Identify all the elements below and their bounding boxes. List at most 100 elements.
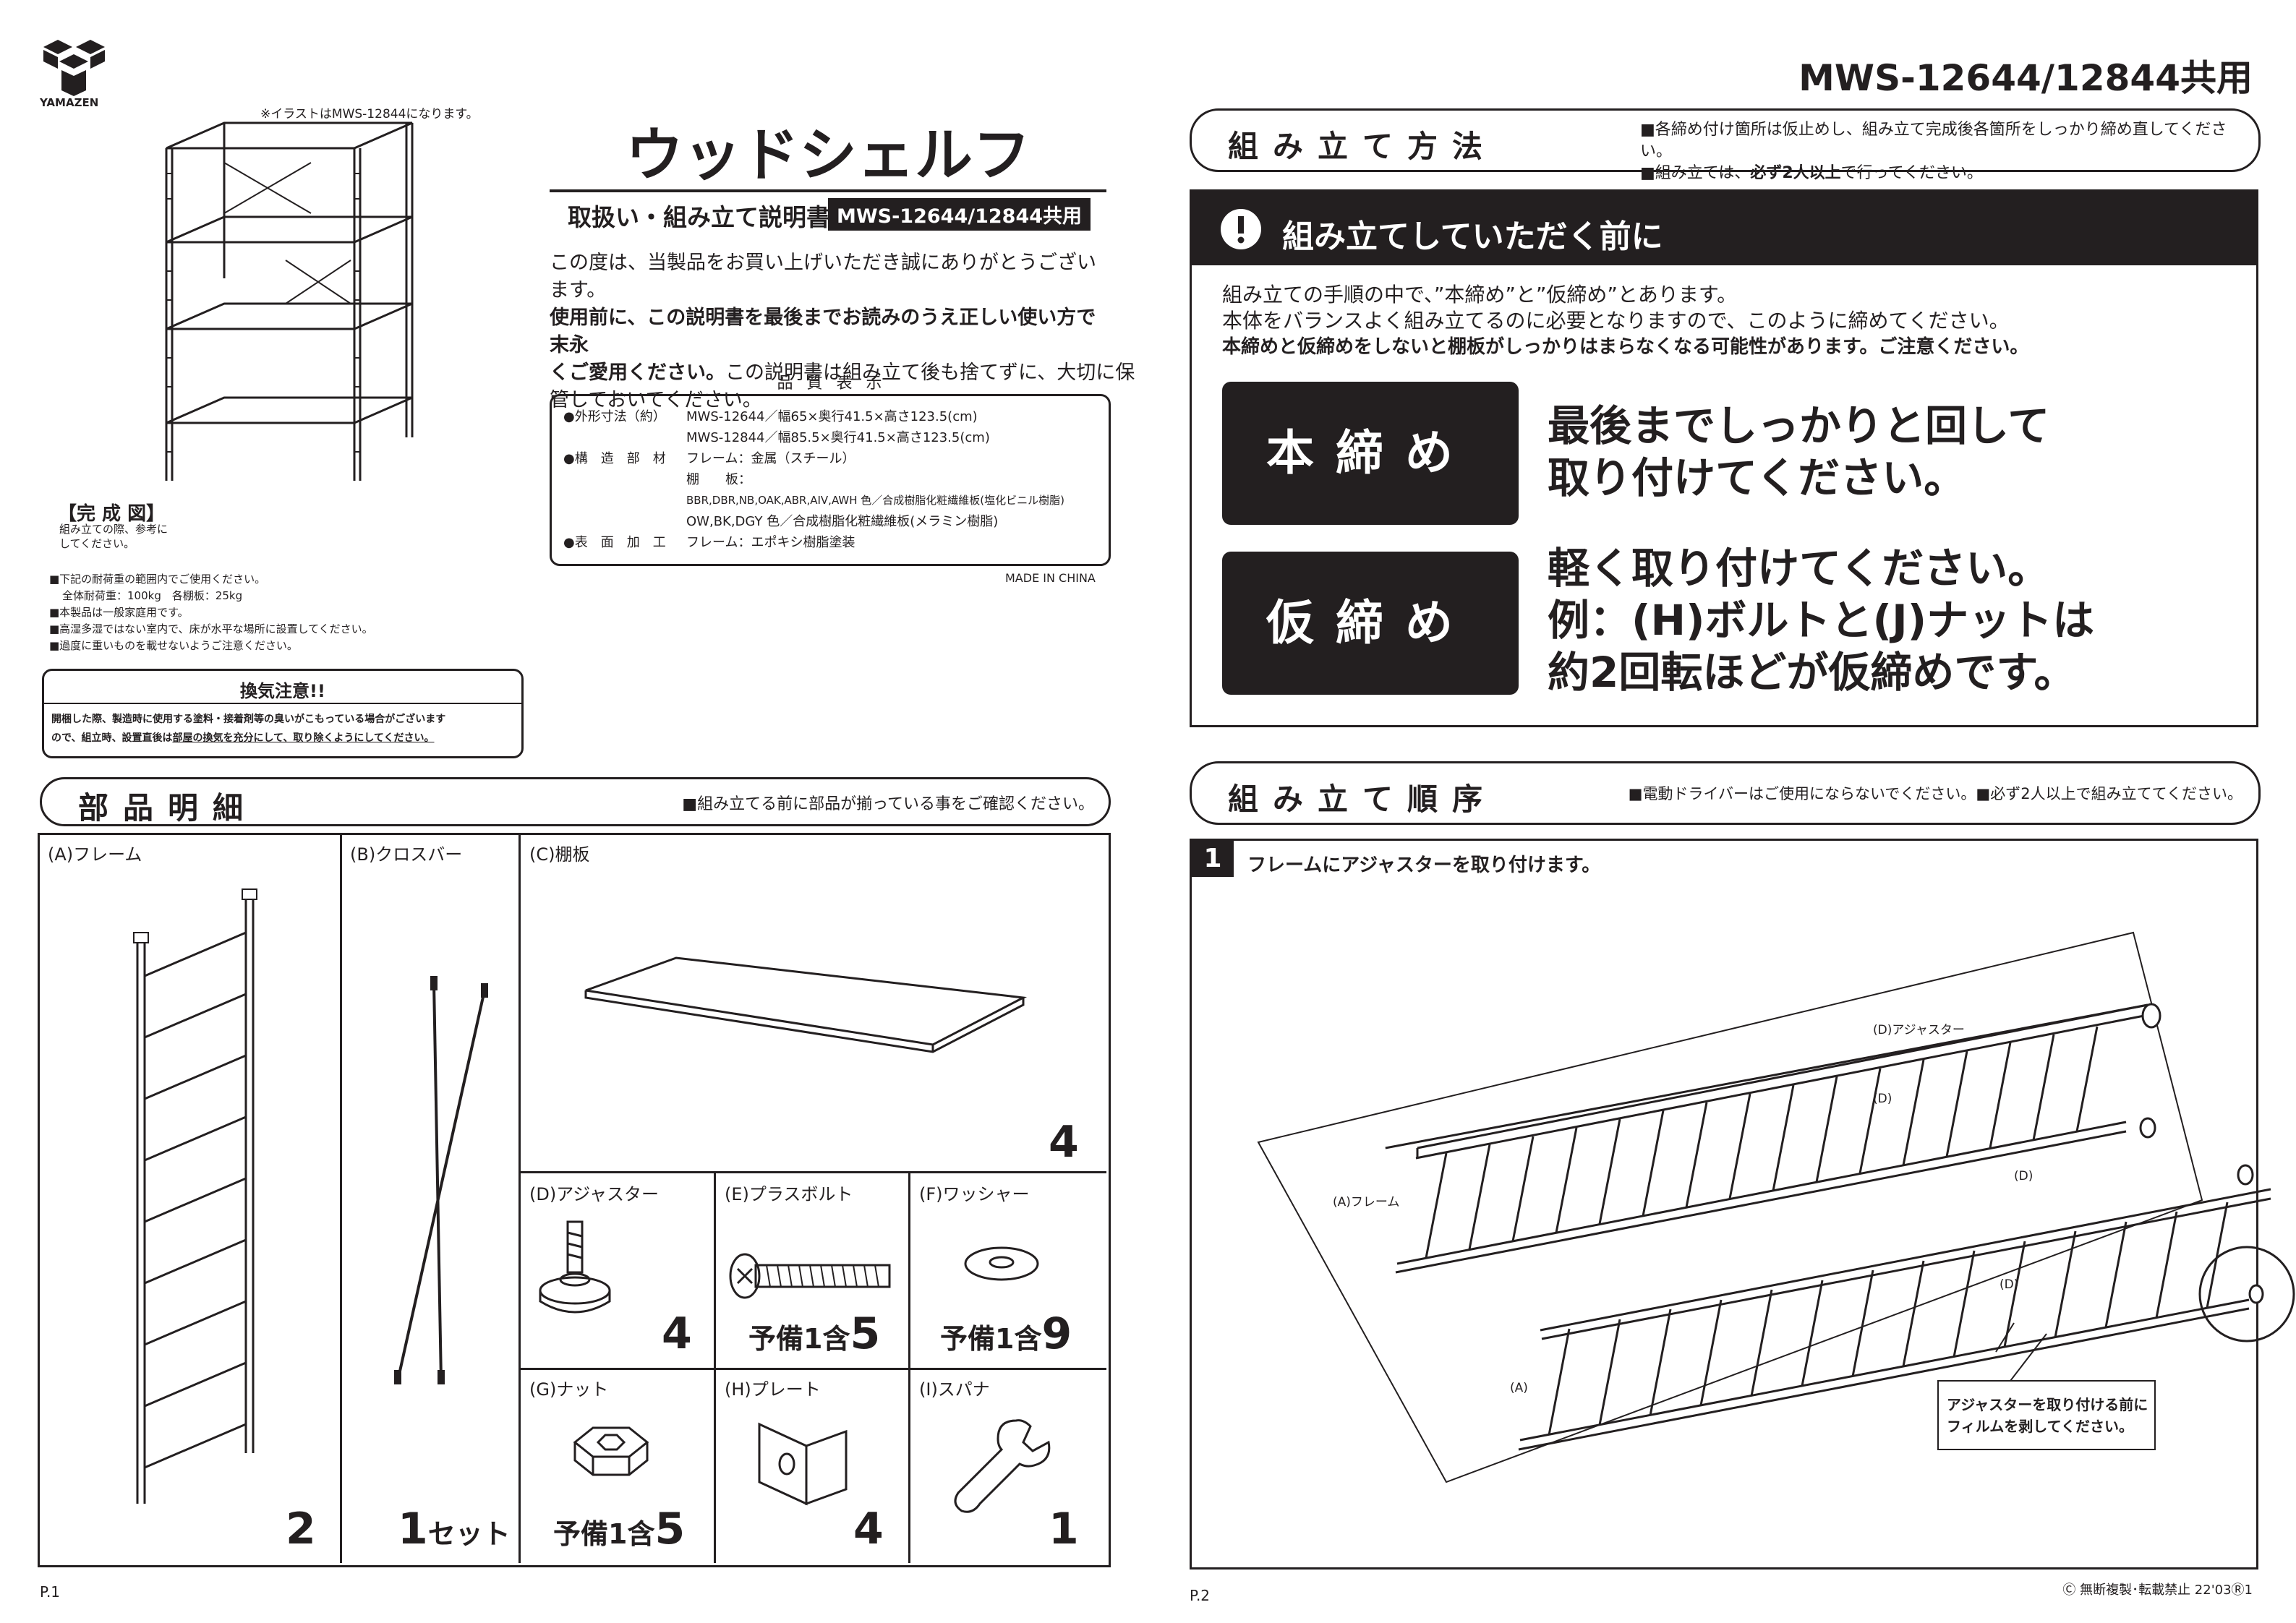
ventilation-text-2a: ので、組立時、設置直後は (51, 732, 173, 744)
parts-section-note: ■組み立てる前に部品が揃っている事をご確認ください。 (682, 795, 1094, 813)
part-a-count: 2 (286, 1507, 316, 1551)
part-f-count-value: 9 (1041, 1309, 1072, 1359)
part-b-count-value: 1 (398, 1504, 428, 1554)
completed-title: 【完 成 図】 (58, 503, 166, 525)
parts-grid-h1 (518, 1171, 1106, 1173)
parts-grid-v1 (340, 835, 342, 1563)
brand-name: YAMAZEN (40, 96, 99, 109)
part-e-label: (E)プラスボルト (725, 1184, 853, 1204)
assembly-method-title: 組み立て方法 (1228, 129, 1498, 164)
step-1-diagram (1257, 931, 2295, 1483)
intro-line3: くご愛用ください。この説明書は組み立て後も捨てずに、大切に保 (550, 359, 1135, 387)
callout-text: アジャスターを取り付ける前に フィルムを剥してください。 (1947, 1394, 2148, 1437)
hon-jime-text-2: 取り付けてください。 (1548, 453, 1966, 502)
kari-jime-label: 仮締め (1222, 552, 1519, 695)
title-rule (550, 189, 1106, 192)
before-assembly-banner: 組み立てしていただく前に (1192, 192, 2256, 265)
copyright: Ⓒ 無断複製･転載禁止 22'03Ⓡ1 (2062, 1583, 2253, 1598)
part-h-count-value: 4 (853, 1504, 884, 1554)
assembly-note-1: ■各締め付け箇所は仮止めし、組み立て完成後各箇所をしっかり締め直してください。 (1640, 121, 2227, 160)
part-e-count: 予備1含5 (748, 1312, 880, 1361)
product-title: ウッドシェルフ (626, 121, 1030, 189)
before-line-2: 本体をバランスよく組み立てるのに必要となりますので、このように締めてください。 (1222, 309, 2010, 333)
part-i-count: 1 (1049, 1507, 1079, 1551)
part-b-label: (B)クロスバー (350, 844, 463, 865)
before-line-3: 本締めと仮締めをしないと棚板がしっかりはまらなくなる可能性があります。ご注意くだ… (1222, 336, 2029, 358)
parts-section-header: 部品明細 ■組み立てる前に部品が揃っている事をご確認ください。 (40, 777, 1111, 826)
washer-part-illustration (964, 1246, 1039, 1281)
parts-table (38, 833, 1111, 1567)
part-d-count-value: 4 (662, 1309, 692, 1359)
kari-jime-text-1: 軽く取り付けてください。 (1548, 544, 2050, 593)
step-number: 1 (1192, 841, 1234, 877)
assembly-note-2b: 必ず2人以上 (1750, 164, 1841, 182)
crossbar-part-illustration (394, 976, 488, 1384)
parts-grid-v3 (714, 1171, 716, 1563)
warning-item: ■本製品は一般家庭用です。 (49, 606, 189, 619)
part-g-count-value: 5 (654, 1504, 686, 1554)
spanner-part-illustration (954, 1419, 1051, 1513)
part-c-count-value: 4 (1049, 1117, 1079, 1168)
completed-shelf-illustration (165, 121, 414, 481)
before-assembly-text: 組み立ての手順の中で、”本締め”と”仮締め”とあります。 本体をバランスよく組み… (1222, 282, 2028, 360)
label-adjuster-d: (D)アジャスター (1873, 1023, 1965, 1037)
quality-box: ●外形寸法（約）MWS-12644／幅65×奥行41.5×高さ123.5(cm)… (550, 394, 1111, 566)
model-badge: MWS-12644/12844共用 (828, 198, 1091, 231)
intro-line2: 使用前に、この説明書を最後までお読みのうえ正しい使い方で末永 (550, 307, 1096, 356)
quality-table: ●外形寸法（約）MWS-12644／幅65×奥行41.5×高さ123.5(cm)… (563, 406, 1064, 553)
part-d-count: 4 (662, 1312, 692, 1356)
quality-label: ●表 面 加 工 (563, 535, 666, 550)
made-in: MADE IN CHINA (1005, 571, 1096, 585)
part-a-label: (A)フレーム (48, 844, 142, 865)
part-g-label: (G)ナット (529, 1379, 609, 1400)
assembly-order-note: ■電動ドライバーはご使用にならないでください。■必ず2人以上で組み立ててください… (1628, 785, 2242, 802)
label-d-1: (D) (1873, 1092, 1892, 1106)
quality-title: 品 質 表 示 (777, 374, 887, 393)
logo-mark-icon (43, 40, 105, 96)
before-assembly-box (1190, 189, 2258, 727)
illustration-note: ※イラストはMWS-12844になります。 (260, 107, 479, 121)
hon-jime-text: 最後までしっかりと回して 取り付けてください。 (1548, 400, 2049, 504)
ventilation-divider (44, 703, 521, 704)
step-text: フレームにアジャスターを取り付けます。 (1247, 855, 1601, 876)
step-1-box (1190, 839, 2258, 1570)
part-f-prefix: 予備1含 (940, 1323, 1042, 1355)
callout-line-1: アジャスターを取り付ける前に (1947, 1396, 2148, 1413)
quality-label (563, 427, 686, 448)
assembly-order-title: 組み立て順序 (1228, 781, 1498, 817)
parts-grid-h2 (518, 1368, 1106, 1370)
assembly-method-header: 組み立て方法 ■各締め付け箇所は仮止めし、組み立て完成後各箇所をしっかり締め直し… (1190, 108, 2261, 182)
quality-row: BBR,DBR,NB,OAK,ABR,AIV,AWH 色／合成樹脂化粧繊維板(塩… (563, 490, 1064, 511)
assembly-order-header: 組み立て順序 ■電動ドライバーはご使用にならないでください。■必ず2人以上で組み… (1190, 761, 2261, 825)
part-d-label: (D)アジャスター (529, 1184, 660, 1204)
shelf-board-illustration (584, 956, 1028, 1053)
hon-jime-text-1: 最後までしっかりと回して (1548, 401, 2050, 450)
page-number-1: P.1 (40, 1583, 61, 1601)
kari-jime-text-2: 例：(H)ボルトと(J)ナットは (1548, 596, 2095, 645)
ventilation-text-line2: ので、組立時、設置直後は部屋の換気を充分にして、取り除くようにしてください。 (51, 730, 435, 745)
part-b-count: 1セット (398, 1507, 511, 1556)
quality-label: ●外形寸法（約） (563, 409, 666, 424)
kari-jime-text-3: 約2回転ほどが仮締めです。 (1548, 648, 2076, 697)
warnings-list: ■下記の耐荷重の範囲内でご使用ください。 全体耐荷重：100kg 各棚板：25k… (49, 571, 373, 654)
quality-label (563, 511, 686, 532)
assembly-method-notes: ■各締め付け箇所は仮止めし、組み立て完成後各箇所をしっかり締め直してください。 … (1640, 119, 2258, 184)
part-c-count: 4 (1049, 1121, 1079, 1164)
quality-label (563, 469, 686, 490)
quality-row: ●表 面 加 工フレーム：エポキシ樹脂塗装 (563, 532, 1064, 553)
quality-row: OW,BK,DGY 色／合成樹脂化粧繊維板(メラミン樹脂) (563, 511, 1064, 532)
page-number-2: P.2 (1190, 1587, 1211, 1604)
quality-label: ●構 造 部 材 (563, 451, 666, 466)
plate-part-illustration (758, 1422, 848, 1506)
part-e-prefix: 予備1含 (748, 1323, 850, 1355)
ventilation-warning-box: 換気注意!! 開梱した際、製造時に使用する塗料・接着剤等の臭いがこもっている場合… (42, 669, 524, 758)
yamazen-logo: YAMAZEN (40, 40, 108, 109)
ventilation-text-2b: 部屋の換気を充分にして、取り除くようにしてください。 (172, 732, 435, 744)
part-a-count-value: 2 (286, 1504, 316, 1554)
quality-row: ●外形寸法（約）MWS-12644／幅65×奥行41.5×高さ123.5(cm) (563, 406, 1064, 427)
warning-item: ■下記の耐荷重の範囲内でご使用ください。 (49, 573, 266, 586)
completed-note: 組み立ての際、参考にしてください。 (59, 523, 168, 550)
part-i-label: (I)スパナ (919, 1379, 990, 1400)
exclamation-icon (1221, 209, 1261, 249)
parts-grid-v4 (908, 1171, 910, 1563)
